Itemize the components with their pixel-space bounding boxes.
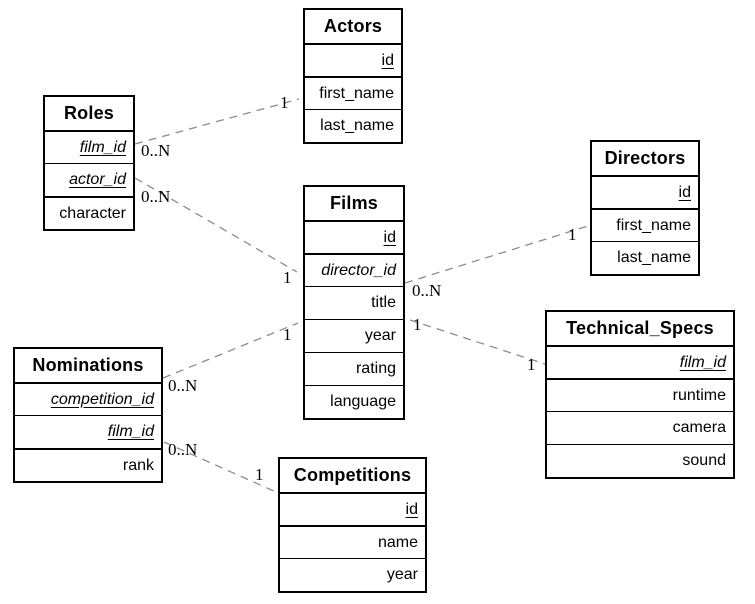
entity-actors-title: Actors [323, 16, 383, 36]
entity-roles: Roles film_id actor_id character [43, 95, 135, 231]
field-roles-actor-id: actor_id [45, 163, 133, 196]
field-nominations-film-id: film_id [15, 415, 161, 448]
cardinality-roles-films-one: 1 [283, 268, 292, 287]
field-competitions-id: id [280, 492, 425, 525]
field-films-id: id [305, 220, 403, 253]
cardinality-films-technical-specs-one-right: 1 [527, 355, 536, 374]
field-films-language: language [305, 385, 403, 418]
field-roles-film-id: film_id [45, 130, 133, 163]
field-films-year: year [305, 319, 403, 352]
field-films-title-attr: title [305, 286, 403, 319]
field-technical-specs-camera: camera [547, 411, 733, 444]
field-actors-first-name: first_name [305, 76, 401, 109]
entity-directors-title: Directors [604, 148, 686, 168]
cardinality-nominations-competitions-one: 1 [255, 465, 264, 484]
field-films-rating: rating [305, 352, 403, 385]
cardinality-roles-actors-one: 1 [280, 93, 289, 112]
relationship-nominations-competitions [163, 441, 277, 493]
field-competitions-name: name [280, 525, 425, 558]
cardinality-nominations-competitions-many: 0..N [168, 440, 198, 459]
entity-directors: Directors id first_name last_name [590, 140, 700, 276]
field-actors-last-name: last_name [305, 109, 401, 142]
cardinality-films-technical-specs-one-left: 1 [413, 315, 422, 334]
relationship-roles-films [134, 177, 298, 273]
field-nominations-rank: rank [15, 448, 161, 481]
entity-roles-title: Roles [63, 103, 115, 123]
cardinality-films-directors-one: 1 [568, 225, 577, 244]
entity-technical-specs: Technical_Specs film_id runtime camera s… [545, 310, 735, 479]
cardinality-films-directors-many: 0..N [412, 281, 442, 300]
entity-technical-specs-title: Technical_Specs [566, 318, 714, 338]
field-nominations-competition-id: competition_id [15, 382, 161, 415]
entity-films: Films id director_id title year rating l… [303, 185, 405, 420]
entity-films-title: Films [329, 193, 378, 213]
relationship-nominations-films [162, 322, 299, 379]
cardinality-nominations-films-many: 0..N [168, 376, 198, 395]
relationship-roles-actors [134, 98, 300, 145]
field-directors-first-name: first_name [592, 208, 698, 241]
entity-nominations: Nominations competition_id film_id rank [13, 347, 163, 483]
entity-actors: Actors id first_name last_name [303, 8, 403, 144]
field-competitions-year: year [280, 558, 425, 591]
relationship-films-directors [404, 225, 589, 284]
field-roles-character: character [45, 196, 133, 229]
entity-competitions-title: Competitions [293, 465, 412, 485]
field-films-director-id: director_id [305, 253, 403, 286]
field-technical-specs-runtime: runtime [547, 378, 733, 411]
relationship-films-technical-specs [409, 319, 546, 365]
entity-competitions: Competitions id name year [278, 457, 427, 593]
field-technical-specs-film-id: film_id [547, 345, 733, 378]
entity-nominations-title: Nominations [32, 355, 144, 375]
field-directors-id: id [592, 175, 698, 208]
cardinality-roles-actors-many: 0..N [141, 141, 171, 160]
field-actors-id: id [305, 43, 401, 76]
cardinality-roles-films-many: 0..N [141, 187, 171, 206]
field-directors-last-name: last_name [592, 241, 698, 274]
field-technical-specs-sound: sound [547, 444, 733, 477]
cardinality-nominations-films-one: 1 [283, 325, 292, 344]
